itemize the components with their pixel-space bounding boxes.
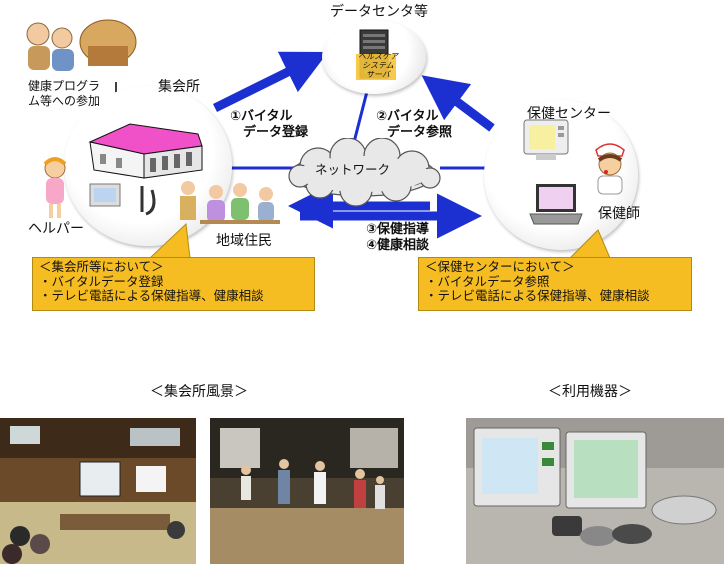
helper-icon: [43, 157, 67, 218]
server-label-box: [356, 54, 396, 80]
flow-vital-reference-1: ②バイタル: [376, 109, 439, 124]
data-center-label: データセンタ等: [330, 4, 428, 20]
arrow-vital-register: [213, 51, 329, 113]
hall-callout-line2: ・テレビ電話による保健指導、健康相談: [39, 288, 264, 303]
program-label-2: ム等への参加: [28, 94, 101, 108]
meeting-hall-label: 集会所: [158, 79, 200, 95]
center-callout-line1: ・バイタルデータ参照: [425, 273, 550, 289]
residents-label: 地域住民: [216, 233, 272, 249]
nurse-label: 保健師: [598, 206, 640, 222]
network-label: ネットワーク: [315, 162, 391, 177]
hall-equipment-icon: [89, 183, 156, 216]
health-center-label: 保健センター: [527, 106, 611, 122]
arrow-vital-reference: [421, 75, 495, 132]
flow-guidance: ③保健指導: [366, 222, 430, 237]
callout-pointers: [148, 222, 611, 259]
center-callout-line2: ・テレビ電話による保健指導、健康相談: [425, 288, 650, 303]
devices-caption: ＜利用機器＞: [548, 384, 632, 400]
center-callout: ＜保健センターにおいて＞ ・バイタルデータ参照 ・テレビ電話による保健指導、健康…: [418, 257, 692, 311]
residents-icon: [180, 181, 280, 224]
building-icon: [88, 123, 203, 179]
flow-vital-register-2: データ登録: [243, 125, 309, 140]
hall-scenes-caption: ＜集会所風景＞: [150, 384, 248, 400]
hall-callout-line1: ・バイタルデータ登録: [39, 273, 164, 289]
center-callout-title: ＜保健センターにおいて＞: [425, 259, 575, 274]
laptop-icon: [529, 184, 583, 225]
hall-photo-1: [0, 418, 196, 564]
terminal-icon: [523, 119, 569, 160]
hall-callout-title: ＜集会所等において＞: [39, 259, 164, 274]
elderly-couple-icon: [26, 19, 137, 71]
hall-photo-2: [210, 418, 404, 564]
server-label-1: ヘルスケア: [358, 52, 398, 61]
network-cloud: [288, 138, 441, 207]
flow-vital-register-1: ①バイタル: [230, 109, 293, 124]
nurse-icon: [595, 143, 625, 195]
flow-consult: ④健康相談: [366, 238, 430, 253]
server-label-3: サーバ: [366, 70, 390, 79]
program-label-1: 健康プログラ: [28, 79, 101, 93]
server-label-2: システム: [362, 61, 394, 70]
hall-callout: ＜集会所等において＞ ・バイタルデータ登録 ・テレビ電話による保健指導、健康相談: [32, 257, 315, 311]
flow-vital-reference-2: データ参照: [387, 125, 453, 140]
devices-photo: [466, 418, 724, 564]
helper-label: ヘルパー: [28, 221, 84, 237]
